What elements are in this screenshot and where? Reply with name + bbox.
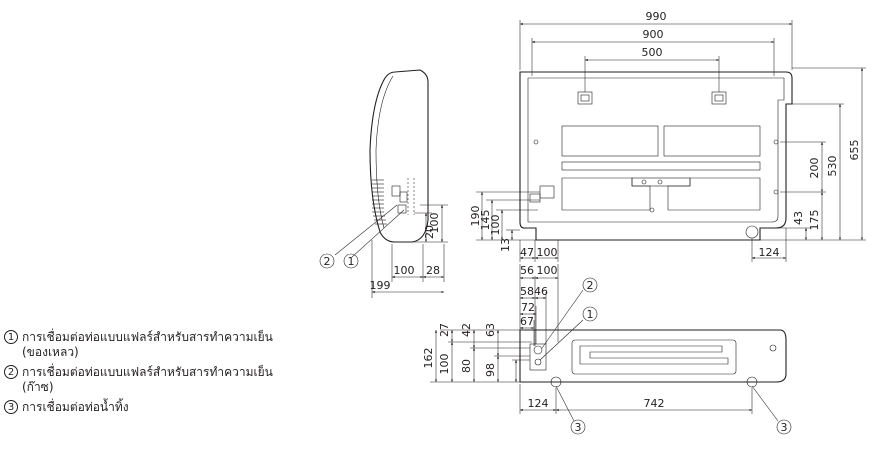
bottom-dim-100: 100 [537,264,558,277]
bottom-dim-100-vertical: 100 [438,354,451,375]
bottom-dim-80: 80 [460,359,473,373]
front-dim-200: 200 [808,158,821,179]
bottom-view [519,289,787,422]
bottom-dim-27: 27 [438,323,451,337]
front-dim-190: 190 [469,206,482,227]
bottom-callout-3-left [570,419,586,435]
legend-number-2: 2 [4,365,18,379]
legend-text-liquid-line1: การเชื่อมต่อท่อแบบแฟลร์สำหรับสารทำความเย… [22,330,273,344]
bottom-callout-2 [582,277,598,293]
legend-text-gas-line1: การเชื่อมต่อท่อแบบแฟลร์สำหรับสารทำความเย… [22,365,273,379]
front-dim-124: 124 [759,246,780,259]
side-dim-100-bottom: 100 [394,264,415,277]
legend: 1 การเชื่อมต่อท่อแบบแฟลร์สำหรับสารทำความ… [4,330,344,420]
legend-item-drain: 3 การเชื่อมต่อท่อน้ำทิ้ง [4,400,344,415]
side-dim-20: 20 [423,225,436,239]
side-dim-100: 100 [428,213,441,234]
bottom-callout-3-left-label: 3 [575,421,582,434]
bottom-dim-42: 42 [460,323,473,337]
bottom-callout-3-right [776,419,792,435]
front-dim-100-left: 100 [489,215,502,236]
bottom-callout-3-right-label: 3 [781,421,788,434]
front-dim-100-bottom: 100 [537,246,558,259]
side-dim-28: 28 [426,264,440,277]
bottom-dimensions [430,264,753,414]
front-view [519,71,793,241]
bottom-callout-1-label: 1 [587,308,594,321]
side-callout-2 [319,253,335,269]
bottom-callout-2-label: 2 [587,279,594,292]
bottom-dim-124: 124 [528,397,549,410]
legend-item-liquid: 1 การเชื่อมต่อท่อแบบแฟลร์สำหรับสารทำความ… [4,330,344,360]
front-dimensions [476,20,866,262]
bottom-dim-98: 98 [484,363,497,377]
side-dim-199: 199 [370,279,391,292]
side-view [334,69,429,258]
legend-number-3: 3 [4,400,18,414]
side-callout-1-label: 1 [348,255,355,268]
side-dimensions [371,204,448,298]
bottom-dim-56: 56 [520,264,534,277]
front-dim-175: 175 [808,210,821,231]
bottom-dim-72: 72 [521,301,535,314]
front-dim-43: 43 [792,211,805,225]
legend-text-gas-line2: (ก๊าซ) [22,380,54,394]
front-dim-500: 500 [642,46,663,59]
bottom-dim-58: 58 [520,285,534,298]
front-dim-13: 13 [499,238,512,252]
legend-text-drain: การเชื่อมต่อท่อน้ำทิ้ง [22,400,129,414]
bottom-callout-1 [582,306,598,322]
bottom-dim-63: 63 [484,323,497,337]
legend-number-1: 1 [4,330,18,344]
bottom-dim-162: 162 [422,348,435,369]
side-callout-1 [343,253,359,269]
front-dim-900: 900 [643,28,664,41]
side-callout-2-label: 2 [324,255,331,268]
bottom-dim-742: 742 [644,397,665,410]
legend-item-gas: 2 การเชื่อมต่อท่อแบบแฟลร์สำหรับสารทำความ… [4,365,344,395]
front-dim-655: 655 [848,140,861,161]
front-dim-990: 990 [646,10,667,23]
bottom-dim-46: 46 [534,285,548,298]
legend-text-liquid-line2: (ของเหลว) [22,345,79,359]
front-dim-145: 145 [479,210,492,231]
front-dim-530: 530 [826,156,839,177]
front-dim-47: 47 [520,246,534,259]
bottom-dim-67: 67 [520,315,534,328]
